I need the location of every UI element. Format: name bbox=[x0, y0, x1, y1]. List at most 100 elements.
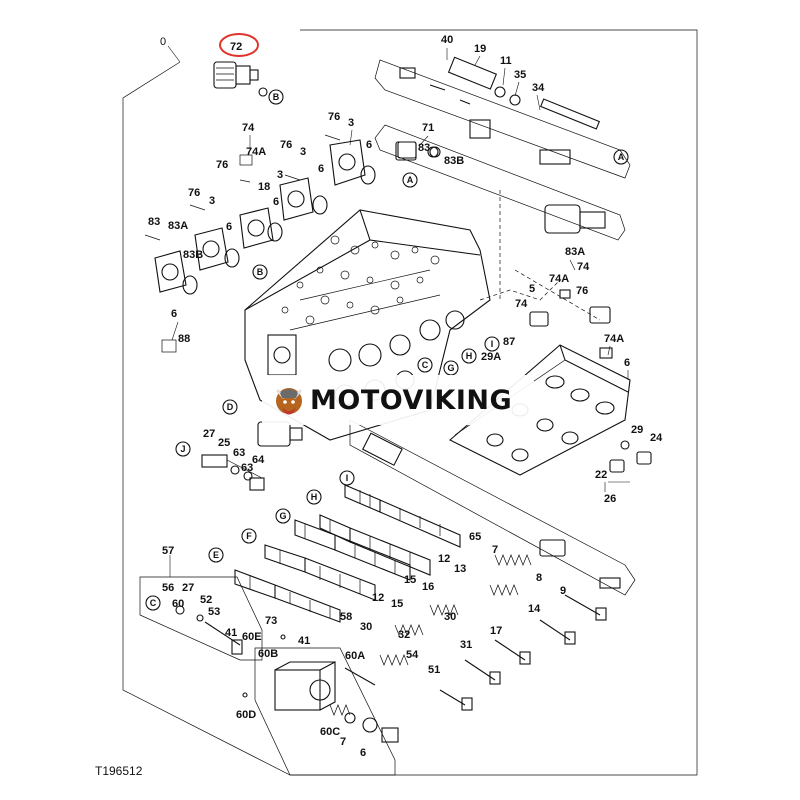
svg-text:A: A bbox=[407, 175, 414, 185]
callout: 35 bbox=[514, 69, 526, 81]
viking-logo-icon bbox=[276, 388, 302, 415]
callout: 51 bbox=[428, 664, 440, 676]
callout: 58 bbox=[340, 611, 352, 623]
sub-assembly-60 bbox=[254, 647, 399, 776]
callout: 30 bbox=[444, 611, 456, 623]
svg-text:H: H bbox=[466, 351, 473, 361]
svg-text:A: A bbox=[618, 152, 625, 162]
callout: 76 bbox=[188, 187, 200, 199]
circle-letter: G bbox=[275, 508, 291, 524]
callout: 6 bbox=[318, 163, 324, 175]
callout: 60 bbox=[172, 598, 184, 610]
callout: 65 bbox=[469, 531, 481, 543]
callout: 13 bbox=[454, 563, 466, 575]
circle-letter: I bbox=[339, 470, 355, 486]
callout: 74A bbox=[604, 333, 624, 345]
svg-text:C: C bbox=[150, 598, 157, 608]
callout: 15 bbox=[391, 598, 403, 610]
flange-group bbox=[144, 134, 376, 353]
callout: 17 bbox=[490, 625, 502, 637]
svg-text:G: G bbox=[279, 511, 286, 521]
callout: 57 bbox=[162, 545, 174, 557]
callout: 31 bbox=[460, 639, 472, 651]
circle-letter: J bbox=[175, 441, 191, 457]
brand-watermark: MOTOVIKING bbox=[262, 375, 534, 425]
callout: 22 bbox=[595, 469, 607, 481]
part-72-cartridge bbox=[213, 61, 268, 97]
callout: 83B bbox=[444, 155, 464, 167]
callout: 76 bbox=[216, 159, 228, 171]
callout: 83 bbox=[418, 142, 430, 154]
springs bbox=[329, 554, 532, 716]
callout: 60B bbox=[258, 648, 278, 660]
title-number: 72 bbox=[230, 41, 242, 53]
callout: 29 bbox=[631, 424, 643, 436]
bolts bbox=[439, 594, 607, 711]
callout: 74 bbox=[242, 122, 255, 134]
callout: 76 bbox=[576, 285, 588, 297]
callout: 9 bbox=[560, 585, 566, 597]
svg-text:F: F bbox=[246, 531, 252, 541]
callout: 29A bbox=[481, 351, 501, 363]
circle-letter: B bbox=[252, 264, 268, 280]
callout: 41 bbox=[225, 627, 237, 639]
cartridge-d bbox=[257, 421, 303, 447]
svg-text:H: H bbox=[311, 492, 318, 502]
spool-set bbox=[234, 484, 461, 623]
svg-text:B: B bbox=[273, 92, 280, 102]
callout: 6 bbox=[226, 221, 232, 233]
callout: 88 bbox=[178, 333, 190, 345]
circle-letter: E bbox=[208, 547, 224, 563]
callout: 83B bbox=[183, 249, 203, 261]
cartridge-j bbox=[201, 454, 265, 491]
callout: 74 bbox=[577, 261, 590, 273]
callout: 3 bbox=[277, 169, 283, 181]
circle-letter: C bbox=[417, 357, 433, 373]
callout: 3 bbox=[348, 117, 354, 129]
svg-text:I: I bbox=[346, 473, 349, 483]
callout: 32 bbox=[398, 629, 410, 641]
circle-letter: H bbox=[461, 348, 477, 364]
callout: 15 bbox=[404, 574, 416, 586]
callout: 63 bbox=[233, 447, 245, 459]
callout: 6 bbox=[273, 196, 279, 208]
callout: 27 bbox=[203, 428, 215, 440]
svg-text:C: C bbox=[422, 360, 429, 370]
callout: 5 bbox=[529, 283, 535, 295]
callout: 76 bbox=[328, 111, 340, 123]
svg-text:J: J bbox=[180, 444, 185, 454]
callout: 60E bbox=[242, 631, 262, 643]
callout: 40 bbox=[441, 34, 453, 46]
callout: 54 bbox=[406, 649, 419, 661]
callout: 63 bbox=[241, 462, 253, 474]
callout: 52 bbox=[200, 594, 212, 606]
callout: 12 bbox=[372, 592, 384, 604]
svg-text:E: E bbox=[213, 550, 219, 560]
callout: 87 bbox=[503, 336, 515, 348]
callout: 16 bbox=[422, 581, 434, 593]
callout: 6 bbox=[171, 308, 177, 320]
callout: 8 bbox=[536, 572, 542, 584]
brand-name: MOTOVIKING bbox=[310, 384, 513, 416]
callout: 74A bbox=[549, 273, 569, 285]
frame-label: 0 bbox=[160, 36, 166, 48]
callout: 41 bbox=[298, 635, 310, 647]
callout: 60C bbox=[320, 726, 340, 738]
callout: 6 bbox=[624, 357, 630, 369]
plugs-29-87-88 bbox=[604, 440, 652, 492]
callout: 83A bbox=[565, 246, 585, 258]
svg-text:B: B bbox=[257, 267, 264, 277]
callout: 74 bbox=[515, 298, 528, 310]
callout: 27 bbox=[182, 582, 194, 594]
part-number-callouts: 40 19 11 35 34 3 76 74 74A 76 3 6 6 18 7… bbox=[148, 34, 663, 759]
callout: 56 bbox=[162, 582, 174, 594]
callout: 34 bbox=[532, 82, 545, 94]
circle-letter: I bbox=[484, 336, 500, 352]
callout: 60A bbox=[345, 650, 365, 662]
callout: 24 bbox=[650, 432, 663, 444]
callout: 6 bbox=[366, 139, 372, 151]
callout: 12 bbox=[438, 553, 450, 565]
callout: 53 bbox=[208, 606, 220, 618]
